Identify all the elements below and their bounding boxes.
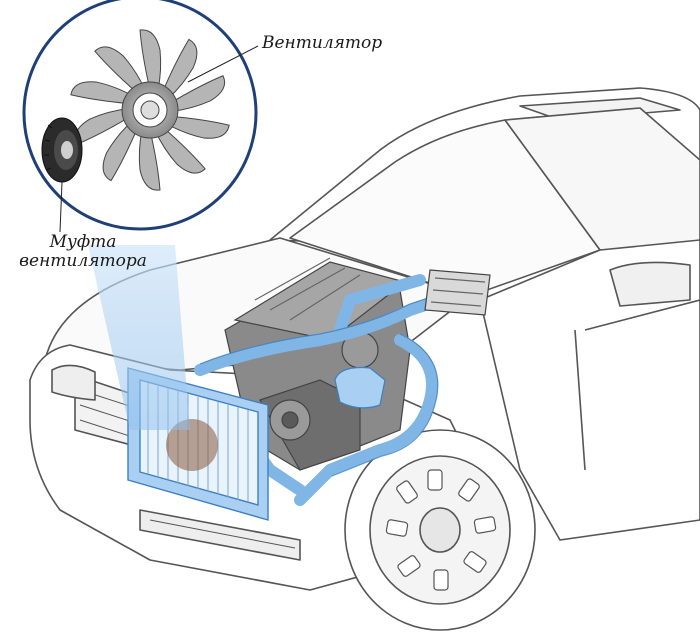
fan-leader-line <box>187 45 259 83</box>
engine <box>224 257 411 471</box>
coolant-hoses <box>194 274 446 506</box>
zoom-beam <box>88 245 190 430</box>
fan-clutch-label-line1: Муфта <box>49 232 117 252</box>
zoom-inset <box>22 0 259 233</box>
heater-core <box>424 269 491 316</box>
front-wheel <box>344 429 536 631</box>
fan-label: Вентилятор <box>262 33 383 53</box>
clutch-leader-line <box>59 181 63 233</box>
coolant-hoses-outline <box>199 293 441 477</box>
fan-clutch-label: Муфта вентилятора <box>8 233 158 271</box>
fan-icon <box>70 29 230 191</box>
fan-clutch-label-line2: вентилятора <box>19 251 147 271</box>
expansion-tank <box>334 366 386 409</box>
fan-clutch-icon <box>41 117 83 183</box>
